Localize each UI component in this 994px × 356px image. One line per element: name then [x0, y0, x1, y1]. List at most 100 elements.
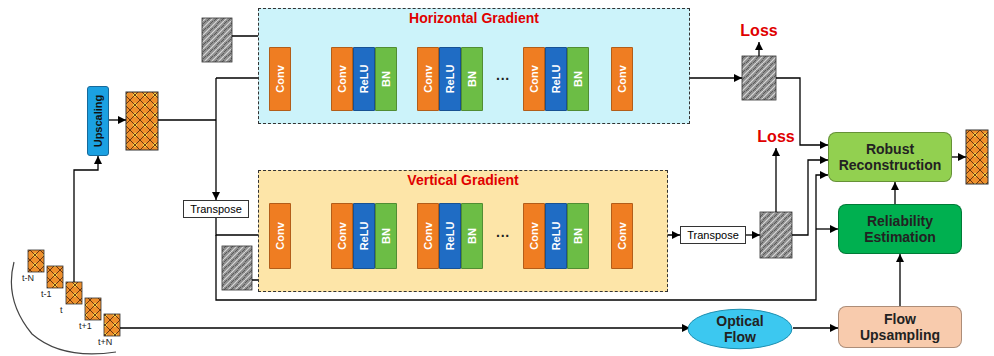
frame-label: t+1	[79, 321, 92, 331]
upscaled-image	[126, 92, 158, 150]
branch-title: Vertical Gradient	[259, 171, 667, 189]
node-label: BN	[466, 228, 478, 244]
node-label: ReLU	[550, 65, 562, 94]
conv-layer: Conv	[523, 203, 545, 269]
optical-flow-ellipse: Optical Flow	[687, 308, 793, 350]
upscaled-image	[126, 92, 158, 150]
edge-label: ···	[496, 229, 510, 243]
node-label: ReLU	[550, 222, 562, 251]
node-label: BN	[380, 228, 392, 244]
conv-layer: Conv	[331, 47, 353, 111]
conv-layer: Conv	[417, 203, 439, 269]
wire	[158, 119, 216, 120]
input-frame	[104, 314, 120, 336]
node-label: Conv	[422, 65, 434, 93]
node-label: Transpose	[190, 203, 242, 216]
bn-layer: BN	[567, 203, 589, 269]
gradient-image	[760, 212, 792, 258]
relu-layer: ReLU	[545, 203, 567, 269]
loss-label: Loss	[757, 128, 794, 146]
relu-layer: ReLU	[439, 203, 461, 269]
node-label: Conv	[336, 222, 348, 250]
relu-layer: ReLU	[545, 47, 567, 111]
node-label: Transpose	[687, 229, 739, 242]
gradient-image	[742, 56, 776, 100]
node-label: Conv	[422, 222, 434, 250]
wire	[109, 119, 126, 120]
gradient-branch: Vertical GradientConv Conv ReLU BN Conv ReLU B…	[258, 170, 668, 292]
output-image	[966, 130, 988, 184]
conv-layer: Conv	[269, 203, 291, 269]
node-label: Conv	[528, 222, 540, 250]
frame-label: t-N	[22, 273, 34, 283]
gradient-image	[202, 18, 232, 62]
conv-layer: Conv	[611, 47, 633, 111]
node-label: Conv	[616, 65, 628, 93]
upscaling-block: Upscaling	[87, 86, 109, 156]
gradient-branch: Horizontal GradientConv Conv ReLU BN Conv ReL…	[258, 8, 690, 124]
bn-layer: BN	[461, 47, 483, 111]
node-label: Conv	[616, 222, 628, 250]
node-label: Optical Flow	[701, 313, 779, 345]
relu-layer: ReLU	[353, 203, 375, 269]
bn-layer: BN	[375, 47, 397, 111]
frame-label: t+N	[98, 337, 112, 347]
conv-layer: Conv	[269, 47, 291, 111]
frame-label: t-1	[41, 289, 52, 299]
input-frame	[47, 266, 63, 288]
conv-layer: Conv	[523, 47, 545, 111]
wire	[758, 42, 759, 56]
flow-upsampling-box: Flow Upsampling	[838, 306, 962, 348]
node-label: ReLU	[444, 65, 456, 94]
frame-bracket	[11, 262, 116, 354]
wire	[775, 148, 776, 212]
node-label: Robust Reconstruction	[834, 141, 946, 173]
connector-arrow	[793, 327, 838, 328]
bn-layer: BN	[461, 203, 483, 269]
connector-arrow	[894, 182, 895, 204]
relu-layer: ReLU	[353, 47, 375, 111]
node-label: ReLU	[358, 65, 370, 94]
node-label: Conv	[528, 65, 540, 93]
node-label: Conv	[274, 222, 286, 250]
relu-layer: ReLU	[439, 47, 461, 111]
node-label: Reliability Estimation	[844, 213, 956, 245]
wire	[215, 78, 216, 200]
node-label: Flow Upsampling	[844, 311, 956, 343]
node-label: Conv	[336, 65, 348, 93]
wire	[74, 156, 98, 282]
conv-layer: Conv	[417, 47, 439, 111]
node-label: ReLU	[358, 222, 370, 251]
frame-label: t	[60, 305, 63, 315]
reliability-box: Reliability Estimation	[838, 204, 962, 254]
conv-layer: Conv	[331, 203, 353, 269]
wire	[792, 160, 828, 235]
reconstruction-box: Robust Reconstruction	[828, 132, 952, 182]
frame-bracket	[11, 262, 116, 354]
wire	[120, 327, 690, 328]
node-label: ReLU	[444, 222, 456, 251]
ellipse-outline	[688, 309, 792, 348]
output-image	[966, 130, 988, 184]
wire	[816, 228, 838, 229]
wire	[952, 156, 966, 157]
input-frame	[28, 250, 44, 272]
input-frame	[85, 298, 101, 320]
bn-layer: BN	[567, 47, 589, 111]
node-label: BN	[380, 71, 392, 87]
input-frame	[66, 282, 82, 304]
branch-title: Horizontal Gradient	[259, 9, 689, 27]
node-label: BN	[466, 71, 478, 87]
bn-layer: BN	[375, 203, 397, 269]
gradient-image	[222, 246, 252, 290]
node-label: Conv	[274, 65, 286, 93]
node-label: Upscaling	[92, 95, 104, 148]
edge-label: ···	[496, 72, 510, 86]
transpose-box: Transpose	[680, 226, 746, 244]
node-label: BN	[572, 228, 584, 244]
connector-arrow	[899, 254, 900, 306]
loss-label: Loss	[740, 22, 777, 40]
transpose-box: Transpose	[183, 200, 249, 218]
node-label: BN	[572, 71, 584, 87]
